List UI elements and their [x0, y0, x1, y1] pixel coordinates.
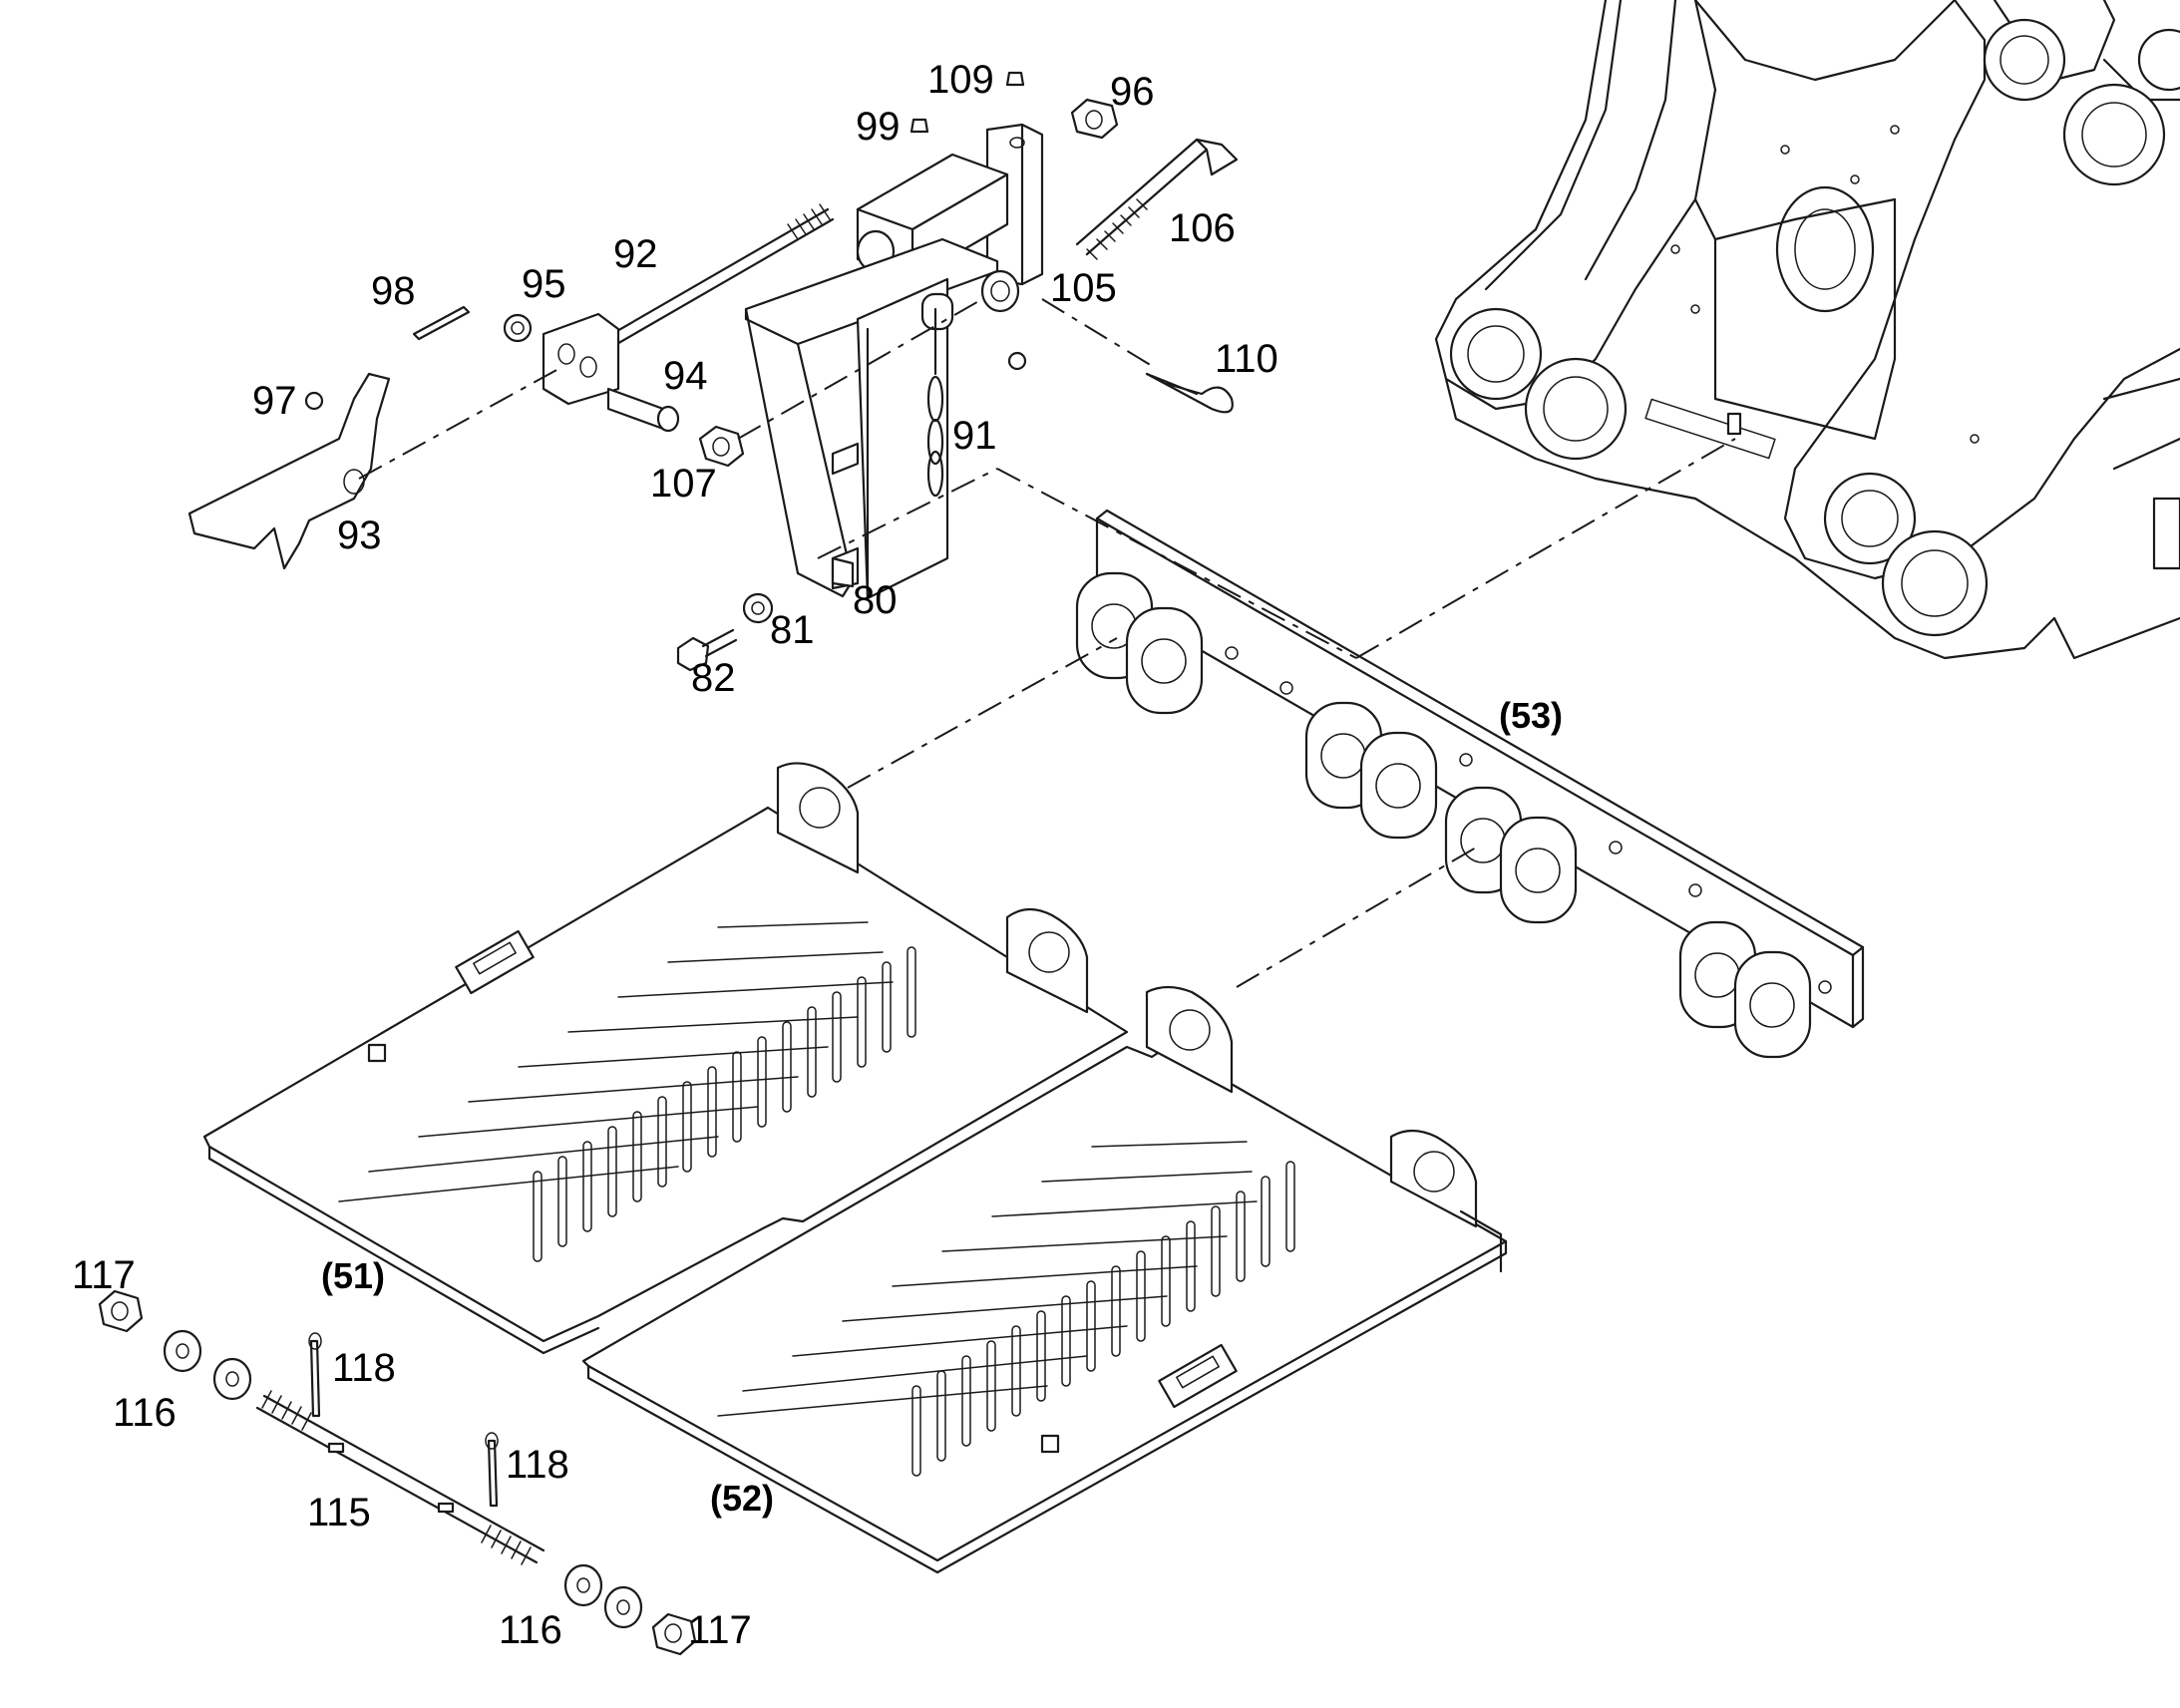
label-107: 107 — [650, 462, 717, 506]
label-97: 97 — [252, 379, 297, 423]
washer-116-upper — [163, 1329, 252, 1401]
beam-lug-pair-4 — [1678, 920, 1812, 1059]
washer-95 — [503, 313, 533, 343]
label-82: 82 — [691, 656, 736, 700]
label-81: 81 — [770, 608, 815, 652]
label-95: 95 — [522, 262, 566, 306]
spring-clip-110 — [1145, 372, 1234, 414]
label-99: 99 — [856, 105, 901, 149]
assembly-center-lines — [358, 298, 1736, 988]
cotter-pin-118-lower — [485, 1432, 499, 1508]
grease-nipple-99 — [909, 118, 929, 134]
label-80: 80 — [853, 578, 898, 622]
label-117-lower: 117 — [688, 1608, 752, 1652]
grease-nipple-bottom — [1007, 351, 1027, 371]
cotter-pin-118-upper — [308, 1332, 322, 1418]
label-93: 93 — [337, 513, 382, 557]
nut-117-lower — [651, 1612, 697, 1656]
plate-52 — [581, 985, 1508, 1574]
group-label-51: (51) — [321, 1255, 385, 1296]
label-115: 115 — [307, 1491, 371, 1535]
group-label-53: (53) — [1499, 695, 1563, 736]
pin-94 — [606, 387, 680, 433]
grease-nipple-109 — [1005, 71, 1025, 87]
cotter-pin-98 — [412, 305, 471, 341]
beam-lug-pair-2 — [1304, 701, 1438, 840]
beam-lug-pair-1 — [1075, 571, 1204, 715]
bushing-105 — [980, 269, 1020, 313]
washer-81 — [742, 592, 774, 624]
cross-beam-53 — [1075, 509, 1865, 1059]
plate-52-vertical-slots — [911, 1161, 1295, 1477]
lever-93 — [187, 372, 391, 570]
plate-51-slots — [338, 921, 894, 1202]
label-92: 92 — [613, 232, 658, 276]
bolt-82 — [676, 628, 738, 672]
washer-116-lower — [563, 1563, 643, 1629]
label-118-lower: 118 — [506, 1443, 569, 1487]
loader-frame — [1434, 0, 2180, 660]
nut-96 — [1070, 98, 1119, 140]
label-105: 105 — [1050, 266, 1117, 310]
label-106: 106 — [1169, 206, 1236, 250]
plate-52-slots — [717, 1141, 1258, 1417]
plate-51-vertical-slots — [533, 946, 916, 1262]
label-117-upper: 117 — [72, 1253, 136, 1297]
label-109: 109 — [927, 58, 994, 102]
label-110: 110 — [1215, 337, 1278, 381]
bolt-106 — [1075, 138, 1239, 260]
label-96: 96 — [1110, 70, 1155, 114]
label-94: 94 — [663, 354, 708, 398]
callout-labels: 80 81 82 91 92 93 94 95 96 97 98 99 105 … — [72, 58, 1563, 1652]
chain-91 — [926, 307, 944, 498]
beam-lug-pair-3 — [1444, 786, 1578, 924]
grease-nipple-97 — [304, 391, 324, 411]
label-116-lower: 116 — [499, 1608, 562, 1652]
label-98: 98 — [371, 269, 416, 313]
label-91: 91 — [952, 414, 997, 458]
label-118-upper: 118 — [332, 1346, 396, 1390]
nut-117-upper — [98, 1289, 144, 1333]
rod-92 — [542, 203, 835, 406]
plate-51 — [202, 762, 1129, 1355]
rod-115-assembly — [255, 1390, 545, 1565]
group-label-52: (52) — [710, 1478, 774, 1519]
lock-bracket-assembly — [744, 123, 1044, 600]
nut-107 — [698, 425, 745, 468]
label-116-upper: 116 — [113, 1391, 177, 1435]
